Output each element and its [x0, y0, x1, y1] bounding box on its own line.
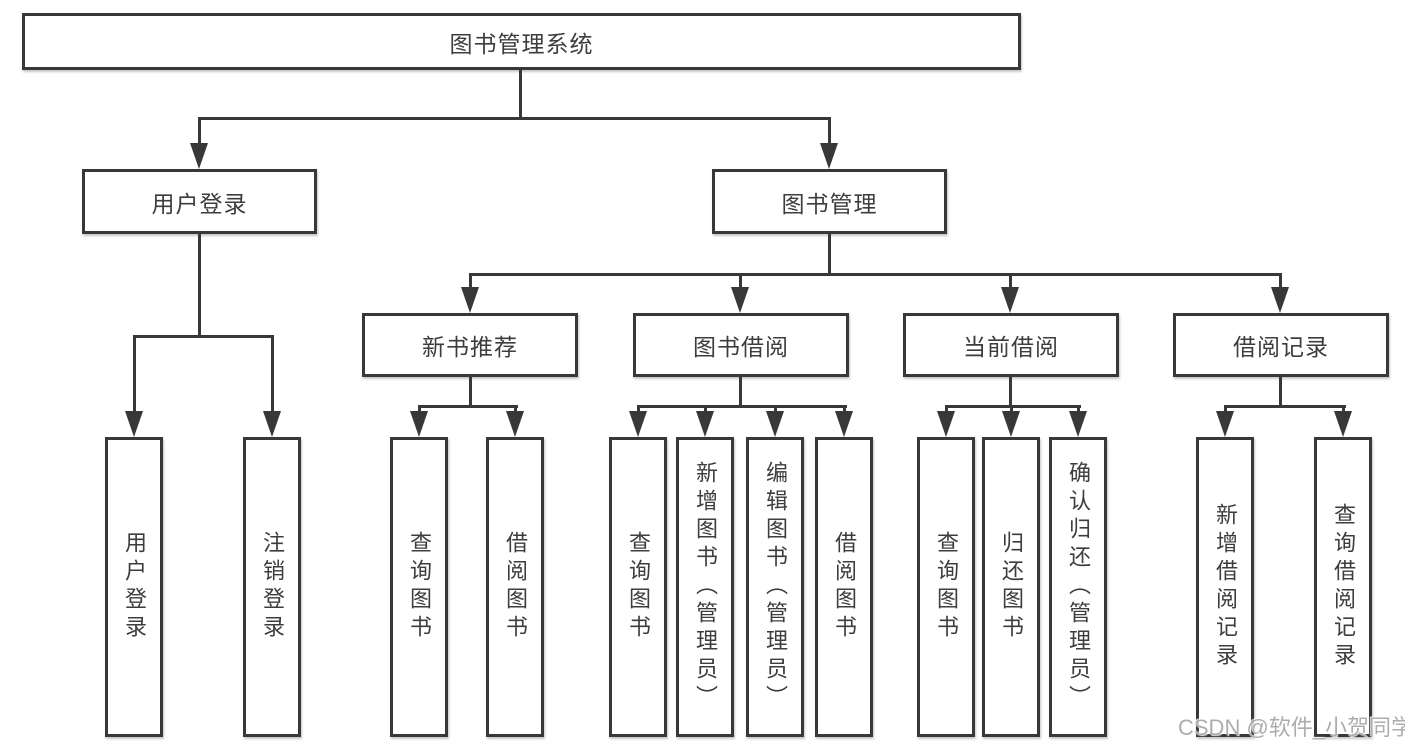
- connector-line: [469, 377, 472, 407]
- leaf-borrow-query-books: 查询图书: [609, 437, 667, 737]
- arrow-down: [190, 143, 208, 169]
- leaf-borrow-edit-books-admin: 编辑图书（管理员）: [746, 437, 804, 737]
- arrow-down: [766, 411, 784, 437]
- leaf-borrow-add-books-admin-label: 新增图书（管理员）: [693, 461, 718, 713]
- leaf-current-return-books-label: 归还图书: [999, 531, 1024, 643]
- leaf-recommend-query-books-label: 查询图书: [407, 531, 432, 643]
- leaf-current-return-books: 归还图书: [982, 437, 1040, 737]
- node-book-borrow-label: 图书借阅: [693, 334, 789, 360]
- arrow-down: [263, 411, 281, 437]
- connector-line: [828, 234, 831, 275]
- leaf-logout: 注销登录: [243, 437, 301, 737]
- connector-line: [739, 377, 742, 407]
- watermark: CSDN @软件_小贺同学: [1178, 715, 1405, 740]
- leaf-current-confirm-return-admin: 确认归还（管理员）: [1049, 437, 1107, 737]
- arrow-down: [1271, 287, 1289, 313]
- connector-line: [1077, 405, 1080, 414]
- node-borrow-records-label: 借阅记录: [1233, 334, 1329, 360]
- connector-line: [1009, 377, 1012, 407]
- connector-line: [133, 335, 136, 414]
- connector-line: [469, 273, 472, 290]
- leaf-recommend-borrow-books-label: 借阅图书: [503, 531, 528, 643]
- arrow-down: [696, 411, 714, 437]
- leaf-current-query-books: 查询图书: [917, 437, 975, 737]
- leaf-current-query-books-label: 查询图书: [934, 531, 959, 643]
- node-book-borrow: 图书借阅: [633, 313, 849, 377]
- connector-line: [469, 273, 1282, 276]
- arrow-down: [1002, 411, 1020, 437]
- arrow-down: [937, 411, 955, 437]
- connector-line: [704, 405, 707, 414]
- connector-line: [945, 405, 948, 414]
- leaf-records-query-record-label: 查询借阅记录: [1331, 503, 1356, 671]
- connector-line: [774, 405, 777, 414]
- connector-line: [637, 405, 640, 414]
- connector-line: [418, 405, 421, 414]
- connector-line: [739, 273, 742, 290]
- arrow-down: [1001, 287, 1019, 313]
- leaf-borrow-edit-books-admin-label: 编辑图书（管理员）: [763, 461, 788, 713]
- connector-line: [1279, 273, 1282, 290]
- node-current-borrow: 当前借阅: [903, 313, 1119, 377]
- connector-line: [1010, 405, 1013, 414]
- node-library-system: 图书管理系统: [22, 13, 1021, 70]
- arrow-down: [506, 411, 524, 437]
- connector-line: [1279, 377, 1282, 407]
- leaf-user-login-label: 用户登录: [122, 531, 147, 643]
- leaf-borrow-query-books-label: 查询图书: [626, 531, 651, 643]
- connector-line: [1342, 405, 1345, 414]
- arrow-down: [731, 287, 749, 313]
- node-user-login-label: 用户登录: [151, 190, 248, 217]
- arrow-down: [820, 143, 838, 169]
- node-new-book-recommend: 新书推荐: [362, 313, 578, 377]
- connector-line: [945, 405, 1081, 408]
- node-borrow-records: 借阅记录: [1173, 313, 1389, 377]
- leaf-records-add-record-label: 新增借阅记录: [1213, 503, 1238, 671]
- connector-line: [418, 405, 518, 408]
- leaf-borrow-borrow-books: 借阅图书: [815, 437, 873, 737]
- connector-line: [198, 234, 201, 336]
- leaf-current-confirm-return-admin-label: 确认归还（管理员）: [1066, 461, 1091, 713]
- arrow-down: [1069, 411, 1087, 437]
- leaf-borrow-add-books-admin: 新增图书（管理员）: [676, 437, 734, 737]
- leaf-logout-label: 注销登录: [260, 531, 285, 643]
- connector-line: [514, 405, 517, 414]
- arrow-down: [835, 411, 853, 437]
- arrow-down: [629, 411, 647, 437]
- arrow-down: [1334, 411, 1352, 437]
- leaf-borrow-borrow-books-label: 借阅图书: [832, 531, 857, 643]
- connector-line: [1009, 273, 1012, 290]
- connector-line: [271, 335, 274, 414]
- node-current-borrow-label: 当前借阅: [963, 334, 1059, 360]
- arrow-down: [125, 411, 143, 437]
- connector-line: [1224, 405, 1346, 408]
- node-library-system-label: 图书管理系统: [449, 30, 594, 57]
- node-new-book-recommend-label: 新书推荐: [422, 334, 518, 360]
- connector-line: [843, 405, 846, 414]
- node-book-management-label: 图书管理: [781, 190, 878, 217]
- connector-line: [198, 117, 831, 120]
- leaf-recommend-query-books: 查询图书: [390, 437, 448, 737]
- node-book-management: 图书管理: [712, 169, 947, 234]
- connector-line: [828, 117, 831, 146]
- leaf-user-login: 用户登录: [105, 437, 163, 737]
- connector-line: [519, 68, 522, 118]
- connector-line: [637, 405, 847, 408]
- arrow-down: [410, 411, 428, 437]
- leaf-records-add-record: 新增借阅记录: [1196, 437, 1254, 737]
- leaf-recommend-borrow-books: 借阅图书: [486, 437, 544, 737]
- connector-line: [1224, 405, 1227, 414]
- connector-line: [133, 335, 274, 338]
- node-user-login: 用户登录: [82, 169, 317, 234]
- leaf-records-query-record: 查询借阅记录: [1314, 437, 1372, 737]
- connector-line: [198, 117, 201, 146]
- arrow-down: [1216, 411, 1234, 437]
- arrow-down: [461, 287, 479, 313]
